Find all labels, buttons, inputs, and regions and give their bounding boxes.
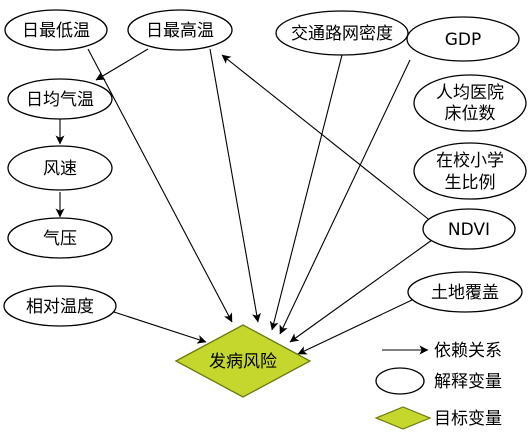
node-label: 交通路网密度 bbox=[291, 24, 393, 44]
node-label: GDP bbox=[445, 30, 482, 50]
edge-max-temp-to-mean-temp bbox=[95, 48, 149, 81]
node-gdp: GDP bbox=[406, 16, 520, 62]
edge-ndvi-to-risk bbox=[289, 239, 433, 343]
edge-land-to-risk bbox=[297, 299, 413, 355]
legend-target: 目标变量 bbox=[374, 406, 502, 430]
edge-min-temp-to-risk bbox=[87, 48, 233, 323]
edge-road-to-risk bbox=[269, 54, 343, 331]
node-daily-min-temp: 日最低温 bbox=[4, 9, 108, 51]
edge-humidity-to-risk bbox=[113, 311, 207, 344]
node-label: 日最高温 bbox=[146, 21, 214, 41]
legend-label: 依赖关系 bbox=[434, 341, 502, 361]
node-pupil-ratio: 在校小学 生比例 bbox=[413, 142, 527, 200]
node-label: 相对温度 bbox=[26, 297, 94, 317]
legend-label: 目标变量 bbox=[434, 409, 502, 429]
node-label-line2: 生比例 bbox=[445, 173, 496, 193]
node-label: 日最低温 bbox=[22, 21, 90, 41]
node-label-line2: 床位数 bbox=[445, 104, 496, 124]
node-label-line1: 人均医院 bbox=[436, 83, 504, 103]
node-relative-humidity: 相对温度 bbox=[3, 285, 117, 327]
node-daily-max-temp: 日最高温 bbox=[127, 9, 233, 51]
node-daily-mean-temp: 日均气温 bbox=[7, 78, 113, 120]
legend: 依赖关系 解释变量 目标变量 bbox=[374, 341, 502, 430]
node-label: 日均气温 bbox=[26, 90, 94, 110]
node-label: 土地覆盖 bbox=[431, 283, 499, 303]
node-land-cover: 土地覆盖 bbox=[407, 271, 523, 313]
node-air-pressure: 气压 bbox=[7, 217, 113, 259]
node-hospital-beds: 人均医院 床位数 bbox=[413, 74, 527, 132]
legend-dependency: 依赖关系 bbox=[382, 341, 502, 361]
node-label-line1: 在校小学 bbox=[436, 151, 504, 171]
edges bbox=[55, 48, 433, 355]
legend-explanatory: 解释变量 bbox=[375, 367, 502, 395]
node-road-density: 交通路网密度 bbox=[275, 10, 409, 56]
node-disease-risk: 发病风险 bbox=[174, 324, 312, 398]
node-label: 气压 bbox=[43, 229, 77, 249]
node-label: 风速 bbox=[43, 159, 77, 179]
node-ndvi: NDVI bbox=[422, 208, 516, 250]
node-label: 发病风险 bbox=[209, 352, 277, 372]
ellipse-icon bbox=[375, 367, 425, 395]
node-wind-speed: 风速 bbox=[7, 145, 113, 191]
edge-max-temp-to-risk bbox=[209, 48, 261, 323]
edge-gdp-to-risk bbox=[279, 59, 411, 335]
edge-ndvi-to-max-temp bbox=[221, 54, 433, 223]
legend-label: 解释变量 bbox=[434, 372, 502, 392]
diamond-icon bbox=[374, 406, 432, 430]
node-label: NDVI bbox=[448, 220, 490, 240]
